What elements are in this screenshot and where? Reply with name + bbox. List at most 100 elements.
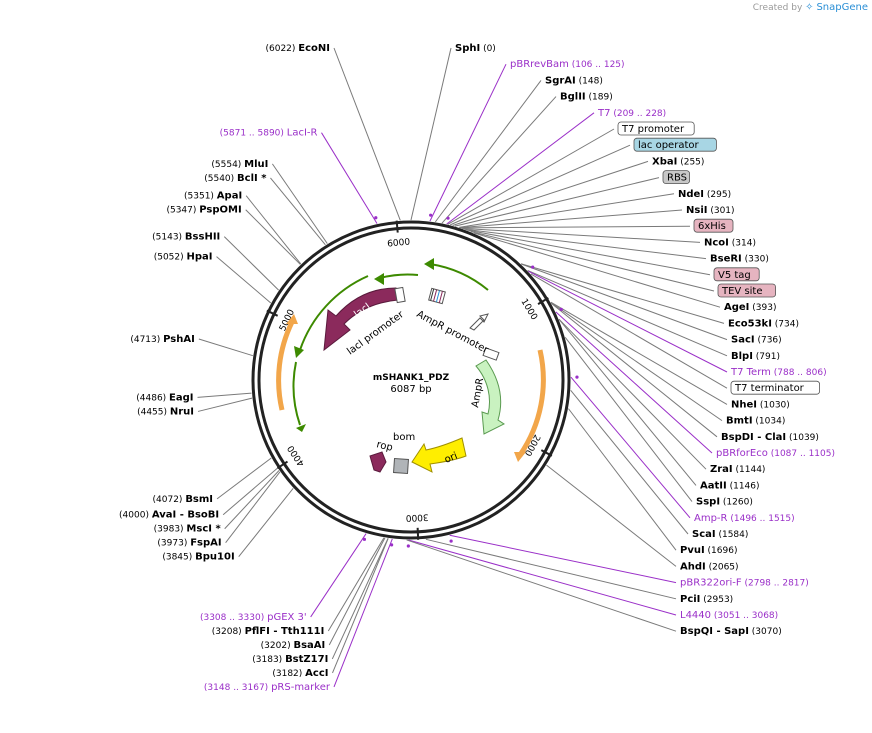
site-name: BseRI: [710, 254, 742, 265]
green-arrowhead-top-icon: [374, 273, 384, 285]
site-position: (4486): [136, 393, 169, 403]
site-position: (1039): [786, 433, 819, 443]
green-arrowhead-left-icon: [294, 346, 304, 358]
leader-line: [245, 209, 301, 265]
feature-tag[interactable]: 6xHis: [693, 218, 734, 233]
enzyme-label[interactable]: NcoI (314): [704, 237, 756, 248]
enzyme-label[interactable]: ZraI (1144): [710, 464, 765, 475]
ring-tick: [276, 460, 289, 469]
rop-label: rop: [375, 439, 394, 454]
enzyme-label[interactable]: SacI (736): [731, 335, 782, 346]
site-name: EagI: [169, 392, 193, 403]
enzyme-label[interactable]: (3208) PflFI - Tth111I: [212, 626, 325, 637]
primer-label[interactable]: L4440 (3051 .. 3068): [680, 610, 778, 621]
enzyme-label[interactable]: AatII (1146): [700, 480, 760, 491]
site-name: NcoI: [704, 237, 729, 248]
enzyme-label[interactable]: BglII (189): [560, 92, 613, 103]
enzyme-label[interactable]: (3202) BsaAI: [261, 640, 326, 651]
feature-tag[interactable]: V5 tag: [713, 267, 760, 282]
site-name: SphI: [455, 43, 480, 54]
enzyme-label[interactable]: BmtI (1034): [726, 416, 785, 427]
site-label-text: (4455) NruI: [137, 406, 194, 417]
enzyme-label[interactable]: (3973) FspAI: [157, 538, 221, 549]
enzyme-label[interactable]: ScaI (1584): [692, 529, 748, 540]
feature-tag-text: 6xHis: [698, 221, 726, 232]
site-position: (3051 .. 3068): [711, 611, 778, 621]
enzyme-label[interactable]: NdeI (295): [678, 189, 731, 200]
enzyme-label[interactable]: NheI (1030): [731, 399, 790, 410]
enzyme-label[interactable]: SgrAI (148): [545, 75, 603, 86]
site-name: BspQI: [680, 626, 713, 637]
enzyme-label[interactable]: PciI (2953): [680, 594, 733, 605]
site-label-text: SgrAI (148): [545, 75, 603, 86]
right-orange-arrowhead-icon: [514, 452, 526, 462]
site-name: pBR322ori-F: [680, 578, 742, 589]
enzyme-label[interactable]: SphI (0): [455, 43, 496, 54]
site-name: AatII: [700, 480, 727, 491]
enzyme-label[interactable]: (5540) BclI *: [204, 173, 267, 184]
enzyme-label[interactable]: (5143) BssHII: [152, 232, 220, 243]
primer-label[interactable]: T7 Term (788 .. 806): [730, 367, 827, 378]
primer-label[interactable]: pBRforEco (1087 .. 1105): [716, 448, 835, 459]
enzyme-label[interactable]: NsiI (301): [686, 205, 735, 216]
site-name-alt: - BsoBI: [176, 510, 219, 521]
enzyme-label[interactable]: (5554) MluI: [211, 159, 268, 170]
site-label-text: (5871 .. 5890) LacI-R: [220, 128, 318, 139]
primer-label[interactable]: pBR322ori-F (2798 .. 2817): [680, 578, 809, 589]
primer-label[interactable]: T7 (209 .. 228): [597, 108, 666, 119]
primer-label[interactable]: (3308 .. 3330) pGEX 3': [200, 612, 307, 623]
enzyme-label[interactable]: AhdI (2065): [680, 561, 739, 572]
site-label-text: (3845) Bpu10I: [162, 552, 234, 563]
enzyme-label[interactable]: (4713) PshAI: [130, 334, 194, 345]
feature-tag-box: [717, 283, 776, 298]
enzyme-label[interactable]: (3983) MscI *: [154, 524, 222, 535]
site-position: (788 .. 806): [771, 368, 827, 378]
enzyme-label[interactable]: (6022) EcoNI: [265, 43, 330, 54]
leader-line: [224, 470, 280, 530]
enzyme-label[interactable]: (4072) BsmI: [153, 494, 214, 505]
enzyme-label[interactable]: PvuI (1696): [680, 545, 737, 556]
primer-label[interactable]: (5871 .. 5890) LacI-R: [220, 128, 318, 139]
enzyme-label[interactable]: SspI (1260): [696, 497, 753, 508]
enzyme-label[interactable]: BlpI (791): [731, 351, 780, 362]
site-label-text: NcoI (314): [704, 237, 756, 248]
site-name: SacI: [731, 335, 755, 346]
site-name: T7: [597, 108, 610, 119]
enzyme-label[interactable]: (5347) PspOMI: [166, 205, 241, 216]
primer-label[interactable]: pBRrevBam (106 .. 125): [510, 59, 625, 70]
feature-tag[interactable]: T7 promoter: [617, 121, 695, 136]
ring-tick-label: 4000: [286, 443, 307, 468]
green-arrowhead-right-icon: [424, 258, 434, 270]
feature-tag[interactable]: lac operator: [633, 137, 717, 152]
enzyme-label[interactable]: (4486) EagI: [136, 392, 193, 403]
enzyme-label[interactable]: (3182) AccI: [272, 668, 328, 679]
backbone-inner-ring: [257, 226, 565, 534]
site-label-text: BlpI (791): [731, 351, 780, 362]
site-name: pGEX 3': [267, 612, 307, 623]
enzyme-label[interactable]: BspQI - SapI (3070): [680, 626, 782, 637]
enzyme-label[interactable]: BspDI - ClaI (1039): [721, 432, 819, 443]
site-name: FspAI: [190, 538, 221, 549]
site-label-text: ScaI (1584): [692, 529, 748, 540]
enzyme-label[interactable]: Eco53kI (734): [728, 318, 799, 329]
feature-tag[interactable]: RBS: [662, 170, 691, 185]
primer-label[interactable]: (3148 .. 3167) pRS-marker: [204, 682, 331, 693]
feature-tag[interactable]: TEV site: [717, 283, 776, 298]
enzyme-label[interactable]: (4000) AvaI - BsoBI: [119, 510, 219, 521]
enzyme-label[interactable]: XbaI (255): [652, 156, 704, 167]
feature-tag[interactable]: T7 terminator: [730, 380, 820, 395]
feature-tag-box: [633, 137, 717, 152]
leader-line: [216, 256, 272, 304]
primer-label[interactable]: Amp-R (1496 .. 1515): [694, 513, 795, 524]
enzyme-label[interactable]: BseRI (330): [710, 254, 769, 265]
enzyme-label[interactable]: AgeI (393): [724, 302, 776, 313]
site-name: PciI: [680, 594, 700, 605]
site-name: SgrAI: [545, 75, 576, 86]
enzyme-label[interactable]: (3183) BstZ17I: [252, 654, 328, 665]
enzyme-label[interactable]: (5052) HpaI: [154, 252, 213, 263]
enzyme-label[interactable]: (5351) ApaI: [184, 191, 242, 202]
enzyme-label[interactable]: (4455) NruI: [137, 406, 194, 417]
site-position: (2065): [706, 562, 739, 572]
enzyme-label[interactable]: (3845) Bpu10I: [162, 552, 234, 563]
site-name-alt: - Tth111I: [270, 626, 324, 637]
